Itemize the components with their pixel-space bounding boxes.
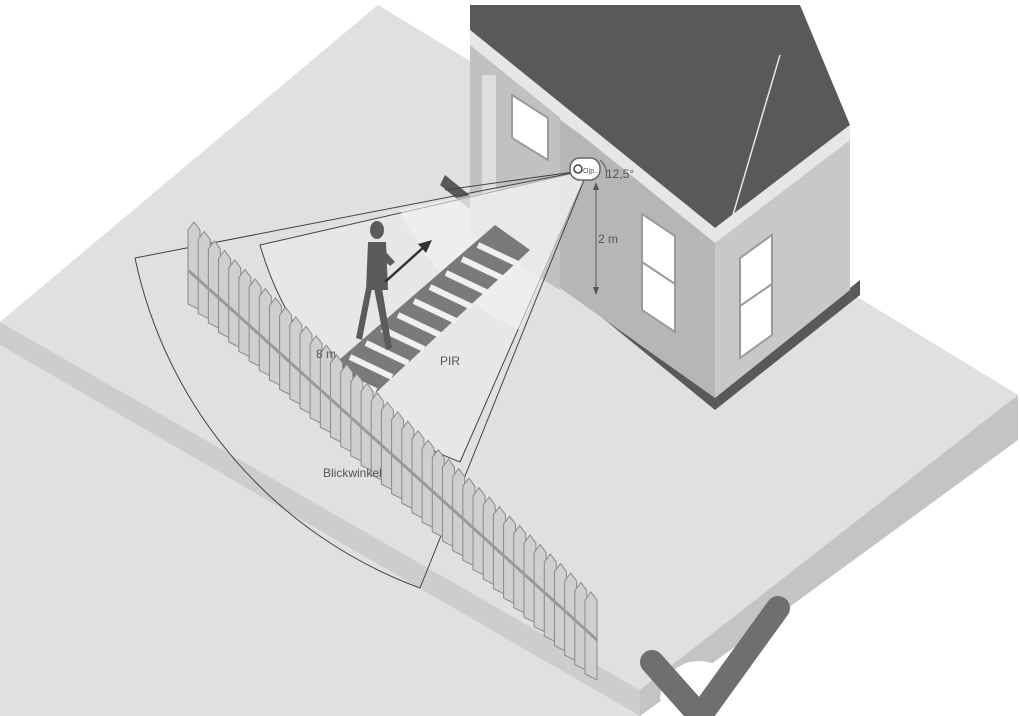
view-angle-label: Blickwinkel xyxy=(323,466,382,480)
pir-zone-label: PIR xyxy=(440,354,460,368)
tilt-angle-label: 12,5° xyxy=(606,167,634,181)
detection-range-label: 8 m xyxy=(316,347,336,361)
mount-height-label: 2 m xyxy=(598,232,618,246)
security-camera-icon: O|p... xyxy=(570,158,600,180)
camera-brand-label: O|p... xyxy=(583,168,600,175)
